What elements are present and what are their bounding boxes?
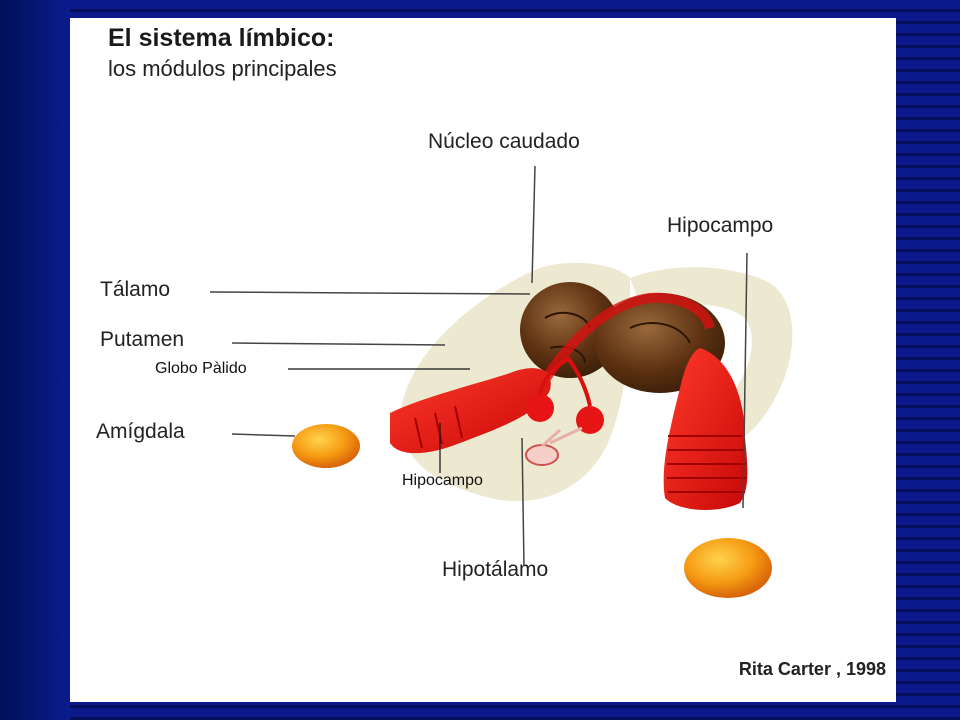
- label-nucleo-caudado: Núcleo caudado: [428, 130, 580, 153]
- label-hipocampo-right: Hipocampo: [667, 214, 774, 237]
- leader-talamo: [209, 291, 531, 295]
- hippocampus-right-tube: [663, 348, 748, 510]
- label-talamo: Tálamo: [100, 278, 171, 301]
- mammillary-body-left: [526, 394, 554, 422]
- label-hipotalamo: Hipotálamo: [442, 558, 549, 581]
- hippocampus-left-tube: [390, 368, 551, 454]
- leader-hipocampo-right: [742, 252, 748, 509]
- diagram-panel: El sistema límbico: los módulos principa…: [70, 18, 896, 702]
- caudate-nucleus-right-shape: [630, 267, 793, 448]
- label-amigdala: Amígdala: [96, 420, 185, 443]
- diagram-title: El sistema límbico:: [108, 24, 335, 52]
- thalamus-left-lobe: [520, 282, 620, 378]
- label-putamen: Putamen: [100, 328, 185, 351]
- label-globo-palido: Globo Pàlido: [155, 360, 247, 377]
- limbic-system-illustration: [209, 165, 793, 598]
- amygdala-left: [292, 424, 360, 468]
- leader-hipotalamo: [521, 437, 525, 567]
- fornix-columns: [538, 356, 592, 407]
- fornix-curve: [535, 292, 715, 391]
- slide-left-edge: [0, 0, 70, 720]
- amygdala-right: [684, 538, 772, 598]
- hippocampus-left-ridges: [414, 405, 463, 449]
- mammillary-body-right: [576, 406, 604, 434]
- label-hipocampo-small: Hipocampo: [402, 472, 483, 489]
- leader-amigdala: [231, 433, 296, 437]
- hypothalamus-shape: [525, 444, 559, 466]
- leader-nucleo-caudado: [531, 165, 536, 284]
- credit-text: Rita Carter , 1998: [738, 659, 886, 679]
- hippocampus-right-ridges: [667, 435, 746, 493]
- hypothalamus-stalk: [541, 426, 583, 448]
- diagram-subtitle: los módulos principales: [108, 56, 337, 81]
- leader-putamen: [231, 342, 446, 346]
